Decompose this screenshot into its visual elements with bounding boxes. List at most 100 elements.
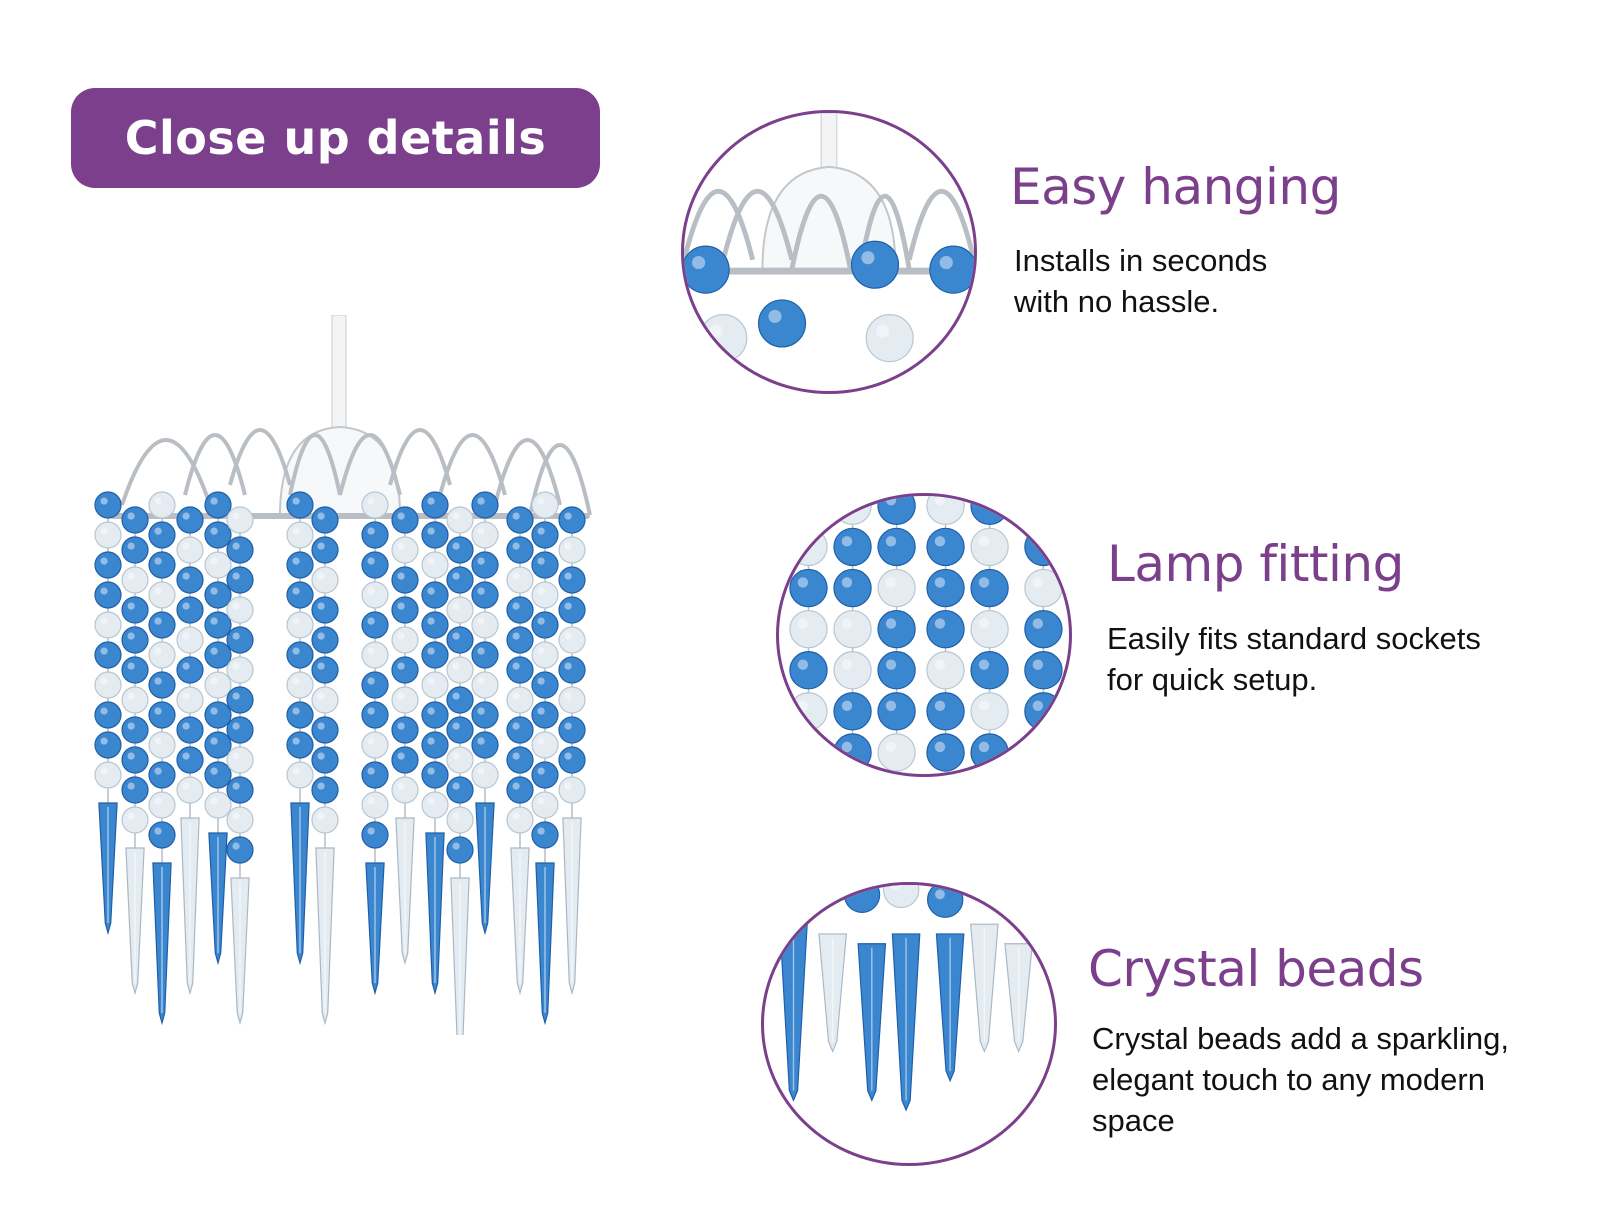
clear-bead [94,761,122,789]
chrome-arch [438,433,507,496]
clear-bead [558,686,586,714]
blue-bead [446,776,474,804]
clear-bead [926,651,965,690]
bead-highlight [154,707,162,715]
blue-bead [506,716,534,744]
bead-highlight [367,797,375,805]
blue-bead [204,761,232,789]
blue-bead [204,731,232,759]
bead-highlight [477,527,485,535]
bead-highlight [841,536,853,547]
clear-bead [865,314,914,363]
clear-bead [226,596,254,624]
clear-bead [148,731,176,759]
bead-highlight [885,577,897,588]
blue-bead [877,651,916,690]
blue-bead [1024,527,1063,567]
bead-highlight [537,797,545,805]
chrome-arch [789,194,853,271]
bead-highlight [477,497,485,505]
bead-highlight [452,692,460,700]
bead-highlight [154,767,162,775]
bead-highlight [890,885,901,890]
bead-highlight [182,572,190,580]
bead-highlight [232,662,240,670]
blue-bead [148,671,176,699]
blue-bead [929,245,974,294]
bead-highlight [797,700,809,711]
bead-highlight [367,587,375,595]
clear-bead [882,885,920,909]
bead-highlight [127,512,135,520]
bead-highlight [182,692,190,700]
clear-bead [391,686,419,714]
bead-highlight [797,536,809,547]
bead-highlight [427,737,435,745]
blue-bead [121,626,149,654]
bead-highlight [210,557,218,565]
bead-highlight [182,662,190,670]
blue-bead [94,491,122,519]
blue-bead [286,581,314,609]
bead-highlight [978,700,990,711]
blue-bead [94,581,122,609]
bead-highlight [537,707,545,715]
bead-highlight [537,557,545,565]
blue-bead [421,581,449,609]
bead-highlight [210,797,218,805]
bead-highlight [477,737,485,745]
blue-bead [94,641,122,669]
clear-bead [699,314,748,363]
bead-highlight [512,662,520,670]
bead-highlight [885,618,897,629]
blue-bead [361,521,389,549]
bead-highlight [934,741,946,753]
bead-highlight [512,512,520,520]
blue-bead [286,551,314,579]
clear-bead [1024,568,1063,608]
bead-highlight [564,602,572,610]
blue-bead [446,836,474,864]
bead-highlight [397,632,405,640]
bead-highlight [154,497,162,505]
blue-bead [121,506,149,534]
easy-hanging-closeup-image [681,110,977,394]
bead-highlight [317,662,325,670]
blue-bead [121,776,149,804]
bead-highlight [885,700,897,711]
bead-highlight [1032,659,1044,670]
feature-title-crystal-beads: Crystal beads [1088,940,1424,998]
clear-bead [506,806,534,834]
bead-highlight [934,618,946,629]
blue-bead [927,885,964,918]
bead-highlight [885,741,897,753]
clear-bead [877,733,916,772]
blue-bead [877,692,916,731]
blue-bead [531,671,559,699]
blue-bead [311,506,339,534]
blue-bead [446,686,474,714]
blue-bead [558,716,586,744]
blue-bead [446,566,474,594]
bead-highlight [477,587,485,595]
desc-line: Crystal beads add a sparkling, [1092,1021,1510,1056]
clear-bead [311,806,339,834]
clear-bead [471,521,499,549]
clear-bead [176,776,204,804]
bead-highlight [797,577,809,588]
blue-bead [531,611,559,639]
bead-highlight [1032,536,1044,547]
bead-highlight [154,797,162,805]
blue-bead [471,581,499,609]
bead-highlight [427,527,435,535]
clear-bead [446,656,474,684]
bead-highlight [397,752,405,760]
clear-bead [471,611,499,639]
feature-desc-easy-hanging: Installs in seconds with no hassle. [1014,240,1267,322]
bead-highlight [232,812,240,820]
bead-highlight [564,572,572,580]
bead-highlight [397,512,405,520]
blue-bead [446,536,474,564]
bead-highlight [317,632,325,640]
blue-bead [1024,496,1063,525]
